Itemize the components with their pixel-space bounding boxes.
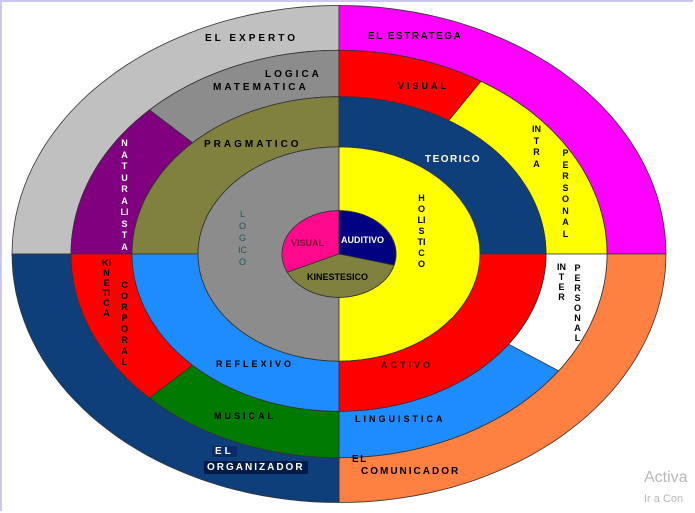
label-holistico: HOLISTICO bbox=[417, 193, 426, 269]
label-activo: ACTIVO bbox=[381, 360, 434, 370]
label-el-organizador-1: EL bbox=[212, 446, 237, 457]
segment-auditivo bbox=[338, 210, 397, 266]
label-inter: INTER bbox=[557, 262, 566, 302]
label-inter-personal: PERSONAL bbox=[573, 263, 581, 343]
label-kinestesico: KINESTESICO bbox=[307, 272, 369, 282]
label-logica: LOGICA bbox=[265, 69, 322, 80]
segment-visual-center bbox=[281, 210, 340, 273]
label-kinetica: KINETICA bbox=[102, 258, 111, 318]
label-teorico: TEORICO bbox=[425, 154, 482, 165]
label-visual-center: VISUAL bbox=[291, 238, 325, 248]
label-logico: LOGICO bbox=[238, 209, 247, 267]
label-el-estratega: EL ESTRATEGA bbox=[368, 31, 463, 42]
watermark-line2: Ir a Con bbox=[644, 493, 684, 505]
label-visual-intelligence: VISUAL bbox=[398, 81, 450, 91]
label-el-comunicador-2: COMUNICADOR bbox=[361, 466, 461, 477]
segment-kinestesico bbox=[286, 253, 395, 298]
label-el-organizador-2: ORGANIZADOR bbox=[204, 461, 308, 474]
label-linguistica: LINGUISTICA bbox=[355, 414, 446, 424]
watermark-line1: Activa bbox=[644, 469, 688, 486]
label-intra: INTRA bbox=[532, 124, 541, 169]
label-pragmatico: PRAGMATICO bbox=[204, 139, 302, 150]
label-intra-personal: PERSONAL bbox=[561, 148, 569, 239]
label-el-experto: EL EXPERTO bbox=[205, 33, 298, 44]
label-corporal: CORPORAL bbox=[120, 280, 128, 367]
label-matematica: MATEMATICA bbox=[213, 82, 309, 93]
label-auditivo: AUDITIVO bbox=[341, 235, 385, 245]
label-naturalista: NATURALISTA bbox=[120, 138, 129, 252]
label-reflexivo: REFLEXIVO bbox=[216, 359, 295, 369]
label-el-comunicador-1: EL bbox=[352, 454, 368, 465]
label-musical: MUSICAL bbox=[214, 411, 276, 421]
